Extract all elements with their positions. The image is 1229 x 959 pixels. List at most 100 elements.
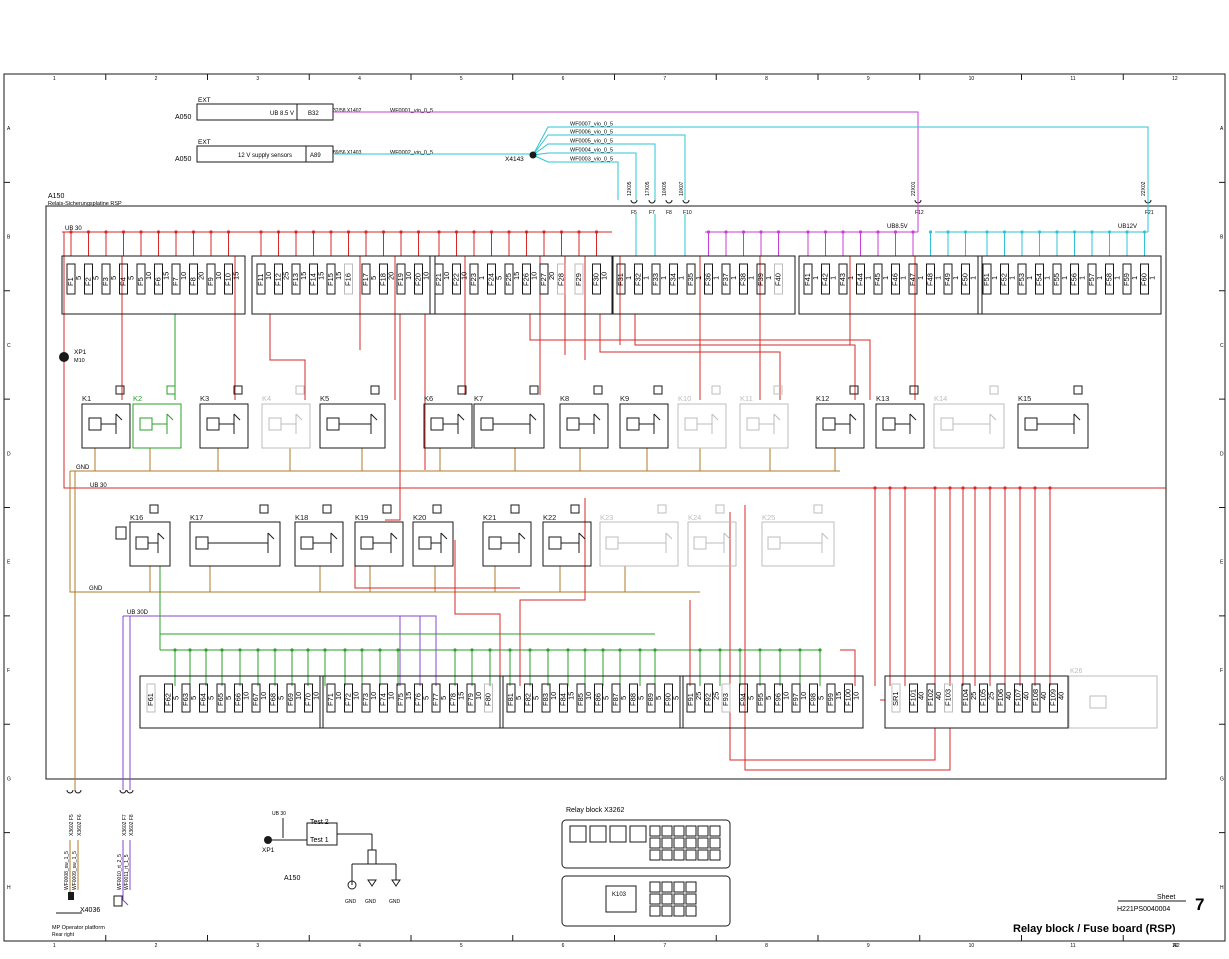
relay-K14[interactable]: K14 <box>933 385 1005 449</box>
relay-K24[interactable]: K24 <box>687 504 737 567</box>
relay-body <box>933 403 1005 449</box>
junction <box>174 230 178 234</box>
grid-row-label-C: C <box>1220 343 1224 349</box>
relay-K10[interactable]: K10 <box>677 385 727 449</box>
relay-K8[interactable]: K8 <box>559 385 609 449</box>
relay-K20[interactable]: K20 <box>412 504 454 567</box>
relay-K19[interactable]: K19 <box>354 504 404 567</box>
junction <box>343 648 347 652</box>
relay-K4[interactable]: K4 <box>261 385 311 449</box>
relay-K25[interactable]: K25 <box>761 504 835 567</box>
relay-coil <box>300 536 314 550</box>
junction <box>546 648 550 652</box>
relay-K13[interactable]: K13 <box>875 385 925 449</box>
fuse-body <box>274 263 283 295</box>
relay-body <box>599 521 679 567</box>
rail-gnd-label-2: GND <box>89 586 103 592</box>
fuse-rating: 20 <box>387 272 396 280</box>
grid-col-label-1: 1 <box>53 943 56 949</box>
relay-label: K15 <box>1018 394 1031 403</box>
relay-K2[interactable]: K2 <box>132 385 182 449</box>
fuse-label: F37 <box>721 273 730 286</box>
grid-col-label-2: 2 <box>155 76 158 82</box>
fuse-body <box>66 263 76 295</box>
relay-block-cell <box>661 837 673 849</box>
relay-K6[interactable]: K6 <box>423 385 473 449</box>
fuse-body <box>704 683 713 713</box>
fuse-rating: 1 <box>694 276 703 280</box>
relay-K23[interactable]: K23 <box>599 504 679 567</box>
relay-icon <box>432 504 442 514</box>
wire <box>634 314 856 400</box>
fuse-label: F63 <box>181 693 190 706</box>
relay-K18[interactable]: K18 <box>294 504 344 567</box>
junction <box>1107 230 1112 234</box>
fuse-rating: 5 <box>422 696 431 700</box>
relay-k26[interactable]: K26 <box>1068 668 1158 729</box>
fuse-rating: 40 <box>1004 692 1013 700</box>
bottom-wire-label: WF0009_sw_1_5 <box>72 851 78 890</box>
fuse-label: F7 <box>171 277 180 286</box>
relay-K11[interactable]: K11 <box>739 385 789 449</box>
wire <box>333 111 919 200</box>
rail-ub30d-label: UB 30D <box>127 610 149 616</box>
fuse-rating: 5 <box>172 696 181 700</box>
relay-K1[interactable]: K1 <box>81 385 131 449</box>
wire <box>518 532 526 540</box>
fuse-rating: 1 <box>1095 276 1104 280</box>
fuse-label: F32 <box>634 273 643 286</box>
junction <box>806 230 810 234</box>
relay-block-cells <box>569 825 721 917</box>
relay-K16[interactable]: K16 <box>129 504 171 567</box>
top-connector-pin: F5 <box>631 210 637 216</box>
x4036-ground[interactable]: X4036 MP Operator platform Rear right <box>52 892 105 938</box>
fuse-rating: 10 <box>600 272 609 280</box>
relay-K7[interactable]: K7 <box>473 385 545 449</box>
wire <box>723 532 731 540</box>
xp1-connector[interactable]: XP1 M10 <box>59 349 87 364</box>
relay-K3[interactable]: K3 <box>199 385 249 449</box>
relay-label: K21 <box>483 513 496 522</box>
relay-K22[interactable]: K22 <box>542 504 592 567</box>
grid-col-label-3: 3 <box>256 943 259 949</box>
relay-K17[interactable]: K17 <box>189 504 281 567</box>
fuse-rating: 15 <box>512 272 521 280</box>
relay-coil <box>88 417 102 431</box>
relay-K21[interactable]: K21 <box>482 504 532 567</box>
fuse-label: F25 <box>504 273 513 286</box>
sheet-label: Sheet <box>1157 894 1175 901</box>
fuse-rating: 1 <box>712 276 721 280</box>
fuse-rating: 10 <box>422 272 431 280</box>
relay-icon <box>233 385 243 395</box>
fuse-body <box>504 263 514 295</box>
junction <box>290 648 294 652</box>
fuse-label: F9 <box>206 277 215 286</box>
fuse-body <box>1087 263 1097 295</box>
relay-K15[interactable]: K15 <box>1017 385 1089 449</box>
fuse-label: F88 <box>629 693 638 706</box>
grid-col-label-6: 6 <box>562 943 565 949</box>
fuse-rating: 15 <box>834 692 843 700</box>
relay-coil <box>566 417 580 431</box>
xp1-sub: M10 <box>74 358 85 364</box>
wire <box>711 413 719 421</box>
relay-K12[interactable]: K12 <box>815 385 865 449</box>
relay-K5[interactable]: K5 <box>319 385 386 449</box>
fuse-F28: F28 <box>557 263 566 295</box>
relay-K9[interactable]: K9 <box>619 385 669 449</box>
relay-body <box>423 403 473 449</box>
top-wiring <box>333 111 1149 200</box>
